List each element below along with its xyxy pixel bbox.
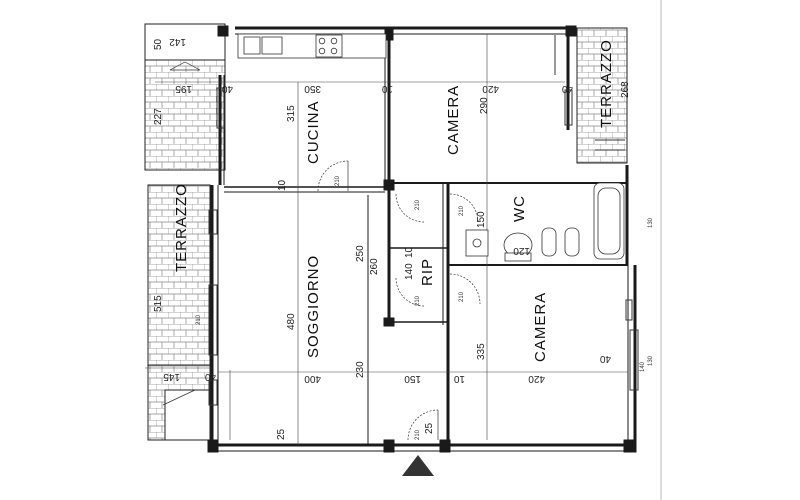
- dim-label: 195: [175, 83, 192, 94]
- dim-label: 150: [404, 373, 421, 384]
- terrace-top-left: [144, 23, 226, 171]
- dim-label: 230: [355, 361, 366, 378]
- dim-label: 25: [276, 428, 287, 440]
- dim-label: 480: [286, 313, 297, 330]
- dim-label: 227: [153, 108, 164, 125]
- outer-walls: [210, 26, 637, 452]
- dim-label: 142: [169, 36, 186, 47]
- door-mark: 130: [648, 217, 654, 228]
- dim-label: 420: [482, 83, 499, 94]
- room-label-terrazzo-right: TERRAZZO: [598, 39, 615, 128]
- room-label-rip: RIP: [419, 258, 436, 286]
- room-label-camera-top: CAMERA: [445, 85, 462, 155]
- kitchen-counter: [237, 33, 387, 59]
- dim-label: 515: [153, 295, 164, 312]
- dim-label: 50: [153, 38, 164, 50]
- dim-label: 40: [204, 371, 216, 382]
- door-mark: 210: [196, 314, 202, 325]
- dim-label: 40: [599, 353, 611, 364]
- terrace-bottom-left: [147, 364, 211, 441]
- sink-icon: [243, 36, 261, 55]
- door-mark: 130: [648, 355, 654, 366]
- dim-label: 420: [528, 373, 545, 384]
- room-label-cucina: CUCINA: [305, 100, 322, 164]
- dim-label: 25: [424, 422, 435, 434]
- door-mark: 210: [415, 295, 421, 306]
- stove-icon: [315, 34, 343, 58]
- dim-label: 250: [355, 245, 366, 262]
- dim-label: 290: [479, 97, 490, 114]
- door-mark: 210: [335, 175, 341, 186]
- interior-walls: [207, 25, 637, 453]
- toilet-icon: [541, 227, 557, 257]
- dim-label: 400: [304, 373, 321, 384]
- windows: [208, 35, 639, 406]
- dim-label: 335: [476, 343, 487, 360]
- doors: [162, 61, 481, 441]
- door-mark: 140: [640, 361, 646, 372]
- bidet-icon: [564, 227, 580, 257]
- bathroom-fixtures: [465, 182, 625, 262]
- dim-label: 40: [221, 83, 233, 94]
- room-label-camera-bottom: CAMERA: [532, 292, 549, 362]
- door-mark: 210: [459, 205, 465, 216]
- entrance-arrow-icon: [402, 455, 434, 476]
- dim-label: 40: [561, 83, 573, 94]
- dim-label: 268: [620, 81, 631, 98]
- door-mark: 210: [415, 199, 421, 210]
- dim-label: 315: [286, 105, 297, 122]
- room-label-soggiorno: SOGGIORNO: [305, 255, 322, 358]
- dim-label: 350: [304, 83, 321, 94]
- dim-label: 260: [369, 258, 380, 275]
- dim-label: 10: [381, 83, 393, 94]
- dim-label: 10: [277, 179, 288, 191]
- dim-label: 10: [404, 246, 415, 258]
- dim-label: 145: [163, 371, 180, 382]
- dim-label: 120: [513, 245, 530, 256]
- room-label-terrazzo-left: TERRAZZO: [173, 183, 190, 272]
- door-mark: 210: [459, 291, 465, 302]
- room-label-wc: WC: [511, 195, 528, 222]
- dim-label: 150: [476, 211, 487, 228]
- door-mark: 210: [415, 429, 421, 440]
- dim-label: 140: [404, 263, 415, 280]
- dim-label: 10: [453, 373, 465, 384]
